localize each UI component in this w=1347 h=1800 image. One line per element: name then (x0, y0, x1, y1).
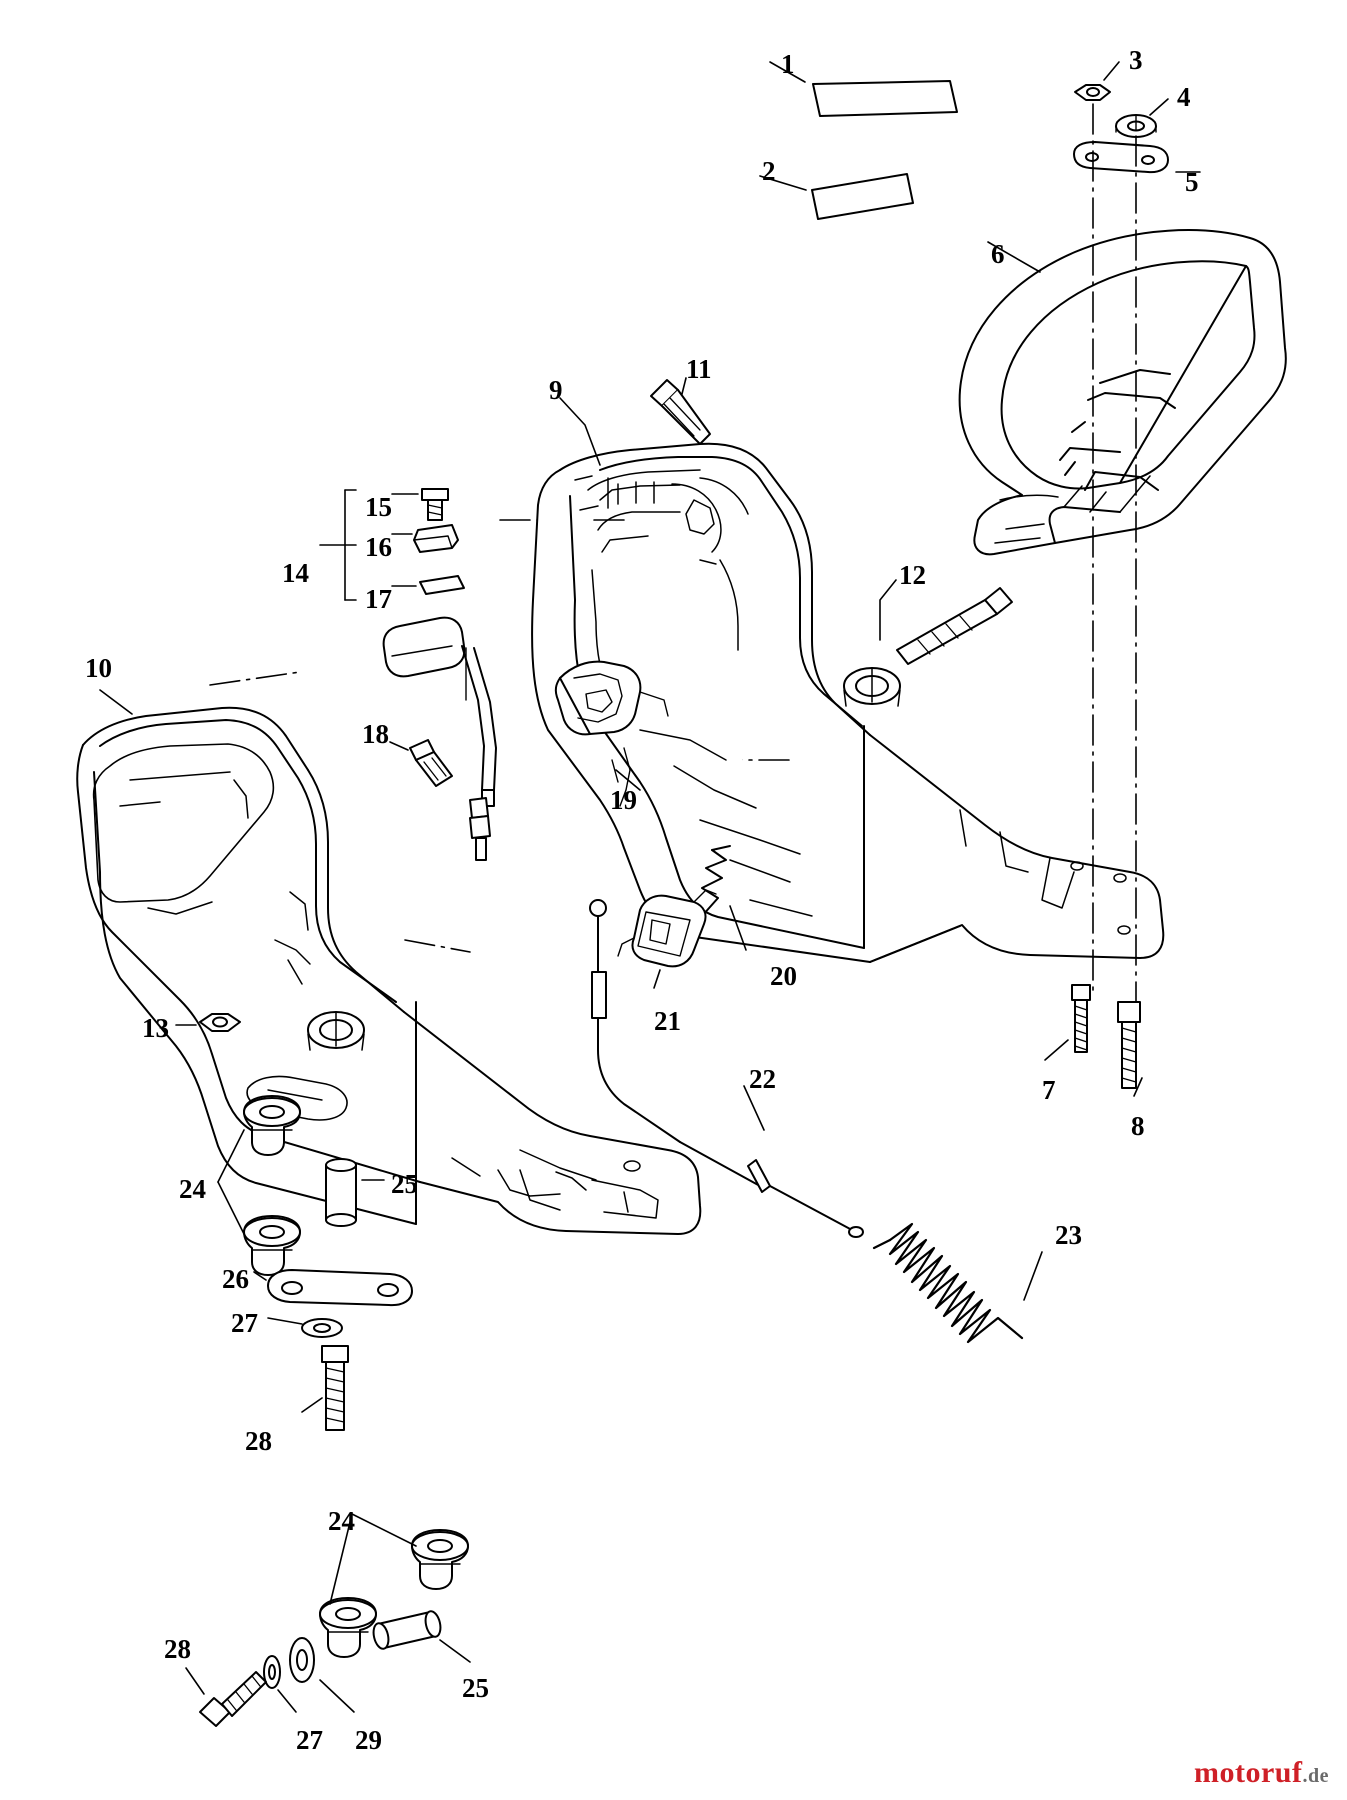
callout-3: 3 (1129, 45, 1143, 75)
callout-13: 13 (142, 1013, 169, 1043)
part-14-group-bracket (319, 489, 357, 601)
callout-15: 15 (365, 492, 392, 522)
part-18-screw (389, 739, 453, 787)
part-26-link-strap (253, 1269, 413, 1307)
watermark-motoruf: motoruf.de (1194, 1756, 1329, 1790)
callout-1: 1 (781, 49, 795, 79)
callout-26: 26 (222, 1264, 249, 1294)
callout-7: 7 (1042, 1075, 1056, 1105)
part-brake-lever-arm (382, 616, 497, 861)
part-19-lever (554, 660, 669, 807)
callout-20: 20 (770, 961, 797, 991)
leaders-24-upper (217, 1129, 245, 1235)
part-21-latch (617, 889, 717, 989)
callout-4: 4 (1177, 82, 1191, 112)
part-27-washer-lower (263, 1655, 297, 1713)
callout-17: 17 (365, 584, 392, 614)
callout-27-lower: 27 (296, 1725, 323, 1755)
callout-28-lower: 28 (164, 1634, 191, 1664)
part-28-screw-upper (301, 1345, 349, 1431)
part-6-rear-handle (958, 229, 1287, 556)
callout-9: 9 (549, 375, 563, 405)
part-7-long-screw (1044, 984, 1091, 1061)
callout-23: 23 (1055, 1220, 1082, 1250)
callout-29: 29 (355, 1725, 382, 1755)
callout-8: 8 (1131, 1111, 1145, 1141)
callout-25-upper: 25 (391, 1169, 418, 1199)
part-12-bolt (896, 587, 1013, 665)
callout-28-upper: 28 (245, 1426, 272, 1456)
part-29-washer-lower (289, 1637, 355, 1713)
part-11-screw (650, 379, 711, 445)
part-10-frame-left (76, 689, 702, 1235)
part-23-spring (872, 1222, 1043, 1344)
part-27-washer-upper (267, 1317, 343, 1338)
callout-5: 5 (1185, 167, 1199, 197)
part-24-grommet-lower-a (411, 1529, 469, 1590)
part-13-nut (175, 1013, 241, 1032)
part-3-nut (1074, 61, 1120, 101)
callout-18: 18 (362, 719, 389, 749)
part-1-label-plate (769, 61, 958, 117)
watermark-suffix: .de (1302, 1765, 1329, 1787)
callout-22: 22 (749, 1064, 776, 1094)
part-8-long-screw (1117, 1001, 1143, 1097)
callout-25-lower: 25 (462, 1673, 489, 1703)
callout-19: 19 (610, 785, 637, 815)
callout-10: 10 (85, 653, 112, 683)
part-15-bolt (391, 488, 449, 521)
callout-14: 14 (282, 558, 309, 588)
callout-21: 21 (654, 1006, 681, 1036)
part-24-grommet-lower-b (319, 1597, 377, 1658)
part-24-grommet-upper-a (243, 1095, 301, 1156)
part-17-plate (391, 575, 465, 595)
part-4-washer (1115, 98, 1169, 138)
part-24-grommet-upper-b (243, 1215, 301, 1276)
part-9-frame-right (531, 442, 1165, 963)
part-28-screw-lower (185, 1667, 267, 1727)
callout-2: 2 (762, 156, 776, 186)
part-22-throttle-cable (589, 899, 864, 1238)
callout-6: 6 (991, 239, 1005, 269)
callout-24-lower: 24 (328, 1506, 355, 1536)
callout-11: 11 (686, 354, 712, 384)
axis-dash-lines (209, 103, 1137, 1011)
callout-16: 16 (365, 532, 392, 562)
part-2-label-plate (759, 173, 914, 220)
callout-24-upper: 24 (179, 1174, 206, 1204)
part-25-sleeve-upper (325, 1158, 385, 1227)
part-5-bracket (1073, 141, 1201, 174)
part-25-sleeve-lower (372, 1610, 471, 1663)
part-16-block (391, 524, 459, 553)
leaders-24-lower (329, 1513, 417, 1605)
watermark-brand: motoruf (1194, 1756, 1303, 1789)
callout-12: 12 (899, 560, 926, 590)
callout-27-upper: 27 (231, 1308, 258, 1338)
